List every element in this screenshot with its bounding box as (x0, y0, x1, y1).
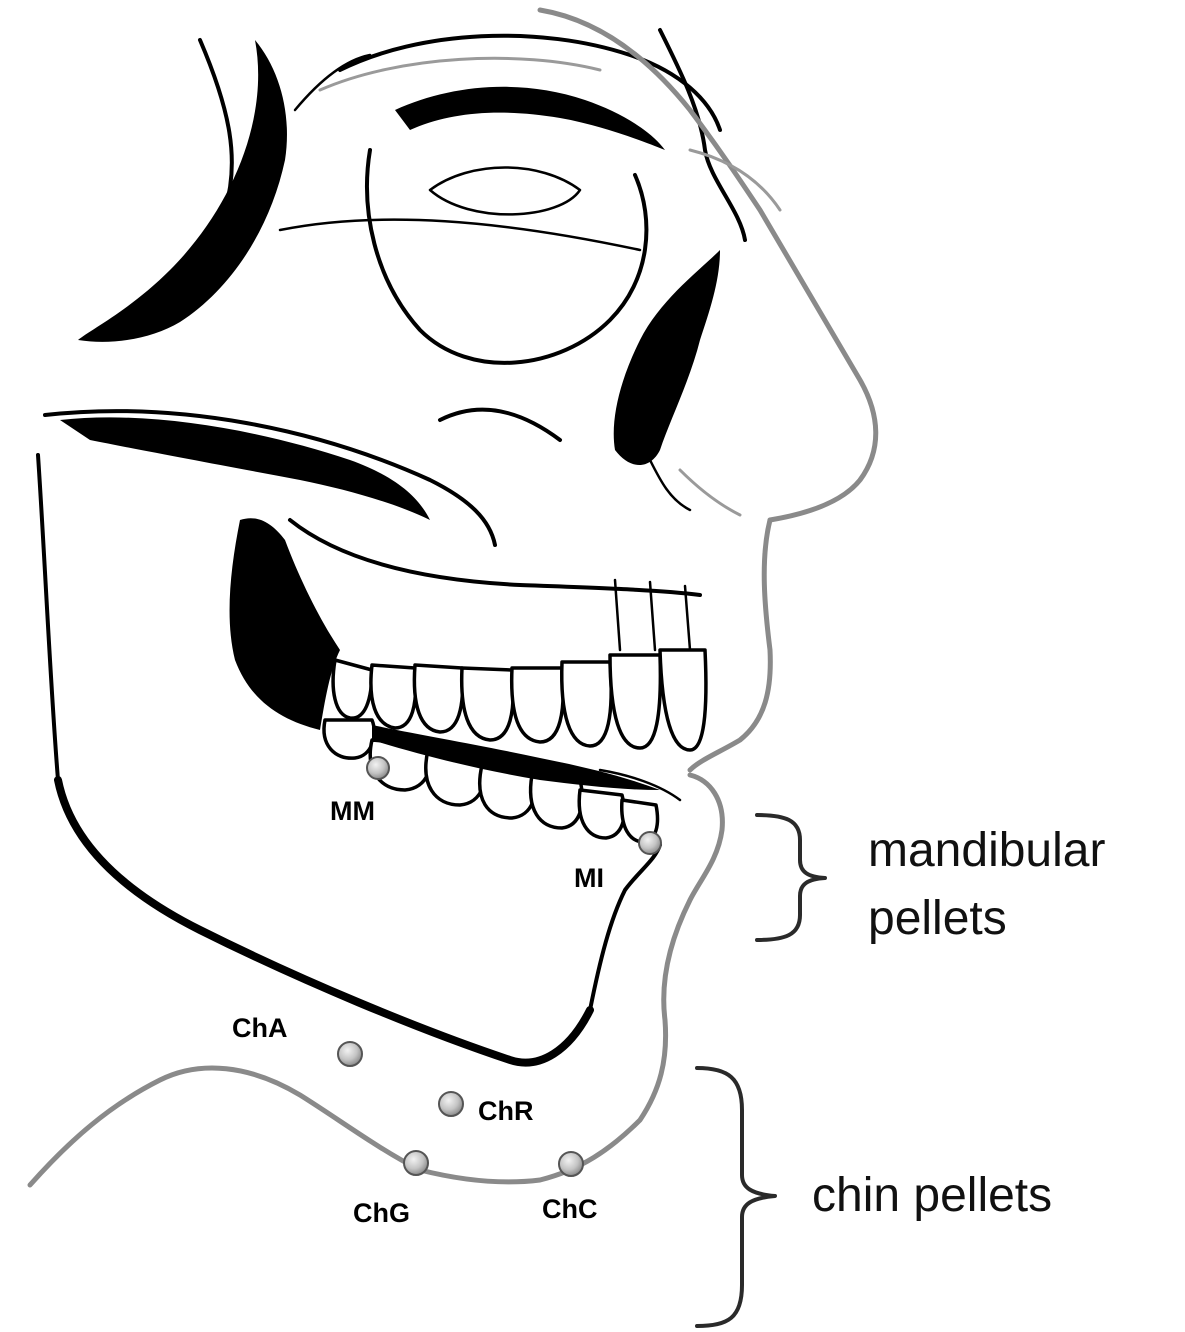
pellet-ChC (559, 1152, 583, 1176)
mandibular-brace (757, 815, 825, 940)
soft-tissue-profile (30, 10, 876, 1185)
neck-profile (30, 1068, 420, 1185)
mandibular-label-line1: mandibular (868, 824, 1105, 877)
chin-label: chin pellets (812, 1169, 1052, 1222)
ramus-posterior (38, 455, 58, 780)
pellet-label-ChC: ChC (542, 1194, 598, 1224)
nasal-aperture-edge (650, 460, 690, 510)
orbit-floor (280, 220, 640, 250)
cheek-line (440, 410, 560, 440)
maxilla-shading (230, 518, 340, 730)
nasal-aperture-shading (614, 250, 720, 465)
maxilla-line (290, 520, 700, 595)
pellet-label-MI: MI (574, 863, 604, 893)
pellet-label-ChG: ChG (353, 1198, 410, 1228)
pellet-MI (639, 832, 661, 854)
nasal-bone (660, 30, 745, 240)
pellet-ChG (404, 1151, 428, 1175)
mandibular-bracket: mandibular pellets (757, 815, 1105, 945)
chin-bracket: chin pellets (697, 1068, 1052, 1326)
mandible-lower-border (58, 780, 590, 1063)
eye-brow-gray (320, 58, 600, 90)
cheek-gray (690, 150, 780, 210)
lower-lip-chin-profile (420, 775, 722, 1182)
pellet-MM (367, 757, 389, 779)
temporal-shading (78, 40, 287, 342)
zygomatic-shading (60, 417, 430, 520)
chin-brace (697, 1068, 775, 1326)
skull-drawing (38, 30, 745, 1063)
temporal-line (200, 40, 232, 210)
upper-teeth (333, 580, 706, 750)
brow-shading (395, 87, 665, 150)
pellet-ChR (439, 1092, 463, 1116)
pellet-ChA (338, 1042, 362, 1066)
pellet-label-ChA: ChA (232, 1013, 288, 1043)
mandibular-label-line2: pellets (868, 892, 1007, 945)
orbit-outline (367, 150, 646, 363)
eye-lid (430, 168, 580, 215)
pellet-label-ChR: ChR (478, 1096, 534, 1126)
pellet-label-MM: MM (330, 796, 375, 826)
